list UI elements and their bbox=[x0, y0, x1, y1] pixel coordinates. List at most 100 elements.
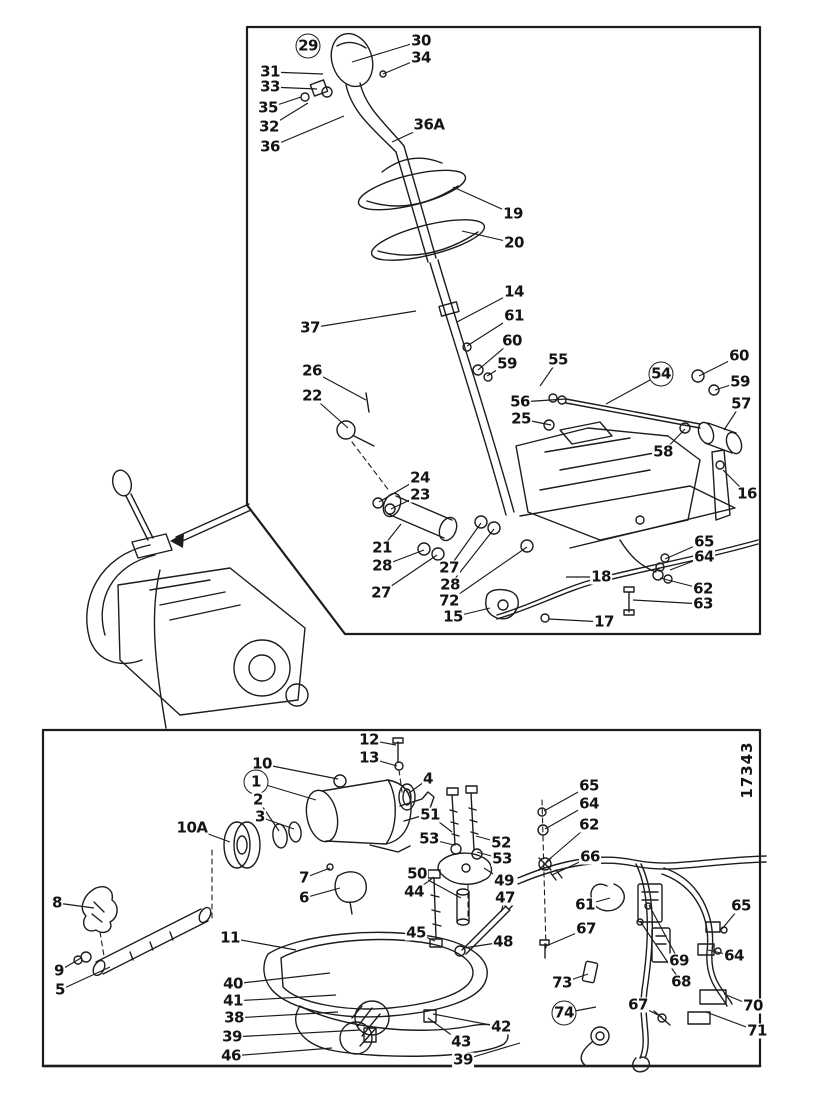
callout-27: 27 bbox=[370, 583, 392, 602]
leader-line-8 bbox=[56, 902, 95, 909]
callout-61: 61 bbox=[574, 895, 596, 914]
callout-10: 10 bbox=[251, 754, 273, 773]
callout-16: 16 bbox=[736, 484, 758, 503]
callout-60: 60 bbox=[728, 346, 750, 365]
callout-70: 70 bbox=[742, 996, 764, 1015]
callout-8: 8 bbox=[51, 893, 63, 912]
callout-39: 39 bbox=[221, 1027, 243, 1046]
callout-2: 2 bbox=[252, 790, 264, 809]
callout-4: 4 bbox=[422, 769, 434, 788]
callout-3: 3 bbox=[254, 807, 266, 826]
callout-41: 41 bbox=[222, 991, 244, 1010]
callout-47: 47 bbox=[494, 888, 516, 907]
callout-74: 74 bbox=[551, 1000, 577, 1026]
leader-line-6 bbox=[303, 887, 341, 899]
callout-65: 65 bbox=[578, 776, 600, 795]
callout-6: 6 bbox=[298, 888, 310, 907]
callout-53: 53 bbox=[491, 849, 513, 868]
callout-59: 59 bbox=[729, 372, 751, 391]
leader-line-42 bbox=[432, 1013, 502, 1028]
callout-11: 11 bbox=[219, 928, 241, 947]
callout-17: 17 bbox=[593, 612, 615, 631]
callout-64: 64 bbox=[723, 946, 745, 965]
callout-44: 44 bbox=[403, 882, 425, 901]
callout-56: 56 bbox=[509, 392, 531, 411]
callout-42: 42 bbox=[490, 1017, 512, 1036]
callout-37: 37 bbox=[299, 318, 321, 337]
callout-55: 55 bbox=[547, 350, 569, 369]
leader-line-5 bbox=[59, 966, 111, 991]
leader-line-69 bbox=[648, 904, 680, 962]
callout-50: 50 bbox=[406, 864, 428, 883]
callout-48: 48 bbox=[492, 932, 514, 951]
callout-64: 64 bbox=[693, 547, 715, 566]
callout-29: 29 bbox=[295, 33, 321, 59]
leader-line-40 bbox=[232, 972, 331, 985]
callout-51: 51 bbox=[419, 805, 441, 824]
drawing-number: 17343 bbox=[738, 739, 756, 801]
leader-line-38 bbox=[233, 1011, 339, 1019]
leader-line-46 bbox=[230, 1047, 333, 1057]
callout-43: 43 bbox=[450, 1032, 472, 1051]
callout-19: 19 bbox=[502, 204, 524, 223]
callout-9: 9 bbox=[53, 961, 65, 980]
callout-67: 67 bbox=[627, 995, 649, 1014]
callout-57: 57 bbox=[730, 394, 752, 413]
shift-housing-art bbox=[73, 737, 767, 1073]
leader-line-68 bbox=[639, 920, 682, 983]
callout-28: 28 bbox=[371, 556, 393, 575]
callout-34: 34 bbox=[410, 48, 432, 67]
callout-33: 33 bbox=[259, 77, 281, 96]
upper-panel-border bbox=[245, 25, 762, 636]
callout-40: 40 bbox=[222, 974, 244, 993]
callout-64: 64 bbox=[578, 794, 600, 813]
leader-line-72 bbox=[448, 546, 528, 602]
callout-15: 15 bbox=[442, 607, 464, 626]
callout-27: 27 bbox=[438, 558, 460, 577]
callout-63: 63 bbox=[692, 594, 714, 613]
callout-60: 60 bbox=[501, 331, 523, 350]
callout-20: 20 bbox=[503, 233, 525, 252]
callout-18: 18 bbox=[590, 567, 612, 586]
callout-73: 73 bbox=[551, 973, 573, 992]
callout-53: 53 bbox=[418, 829, 440, 848]
callout-35: 35 bbox=[257, 98, 279, 117]
callout-30: 30 bbox=[410, 31, 432, 50]
leader-line-30 bbox=[351, 40, 422, 63]
callout-13: 13 bbox=[358, 748, 380, 767]
leader-line-36 bbox=[269, 115, 345, 148]
callout-23: 23 bbox=[409, 485, 431, 504]
callout-49: 49 bbox=[493, 871, 515, 890]
callout-7: 7 bbox=[298, 868, 310, 887]
callout-69: 69 bbox=[668, 951, 690, 970]
callout-22: 22 bbox=[301, 386, 323, 405]
callout-66: 66 bbox=[579, 847, 601, 866]
callout-14: 14 bbox=[503, 282, 525, 301]
callout-65: 65 bbox=[730, 896, 752, 915]
callout-54: 54 bbox=[648, 361, 674, 387]
leader-line-28 bbox=[449, 528, 495, 586]
callout-45: 45 bbox=[405, 923, 427, 942]
leader-line-63 bbox=[632, 599, 704, 605]
callout-21: 21 bbox=[371, 538, 393, 557]
callout-10a: 10A bbox=[175, 818, 209, 837]
callout-24: 24 bbox=[409, 468, 431, 487]
leader-line-39 bbox=[231, 1029, 361, 1038]
leader-line-10 bbox=[261, 763, 339, 780]
callout-62: 62 bbox=[578, 815, 600, 834]
callout-58: 58 bbox=[652, 442, 674, 461]
leader-line-37 bbox=[309, 310, 417, 329]
callout-46: 46 bbox=[220, 1046, 242, 1065]
callout-32: 32 bbox=[258, 117, 280, 136]
callout-12: 12 bbox=[358, 730, 380, 749]
callout-25: 25 bbox=[510, 409, 532, 428]
callout-72: 72 bbox=[438, 591, 460, 610]
callout-65: 65 bbox=[693, 532, 715, 551]
leader-line-11 bbox=[229, 937, 297, 951]
callout-59: 59 bbox=[496, 354, 518, 373]
callout-52: 52 bbox=[490, 833, 512, 852]
callout-61: 61 bbox=[503, 306, 525, 325]
callout-71: 71 bbox=[746, 1021, 768, 1040]
callout-26: 26 bbox=[301, 361, 323, 380]
